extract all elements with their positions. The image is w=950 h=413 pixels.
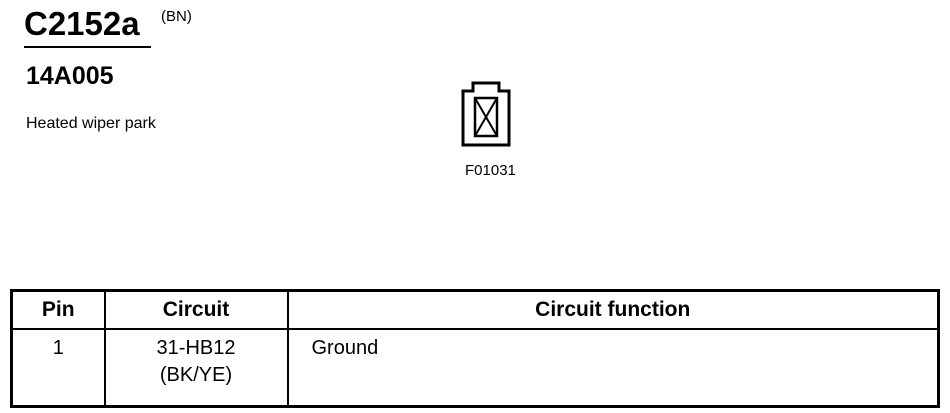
- connector-id-underline: [24, 46, 151, 48]
- connector-1-pin-icon: [461, 81, 511, 147]
- circuit-number: 31-HB12: [156, 337, 236, 359]
- cell-circuit-function: Ground: [286, 328, 940, 408]
- header-circuit-function: Circuit function: [286, 289, 940, 330]
- connector-color-code: (BN): [161, 8, 192, 25]
- table-header-row: Pin Circuit Circuit function: [10, 289, 940, 330]
- connector-id: C2152a: [24, 5, 140, 42]
- cell-pin: 1: [10, 328, 106, 408]
- cell-circuit: 31-HB12 (BK/YE): [103, 328, 289, 408]
- figure-code: F01031: [465, 162, 516, 179]
- connector-description: Heated wiper park: [26, 115, 156, 132]
- table-row: 1 31-HB12 (BK/YE) Ground: [10, 328, 940, 408]
- part-number: 14A005: [26, 62, 114, 90]
- header-pin: Pin: [10, 289, 106, 330]
- pin-table: Pin Circuit Circuit function 1 31-HB12 (…: [10, 289, 940, 408]
- wire-color: (BK/YE): [159, 364, 233, 386]
- header-circuit: Circuit: [103, 289, 289, 330]
